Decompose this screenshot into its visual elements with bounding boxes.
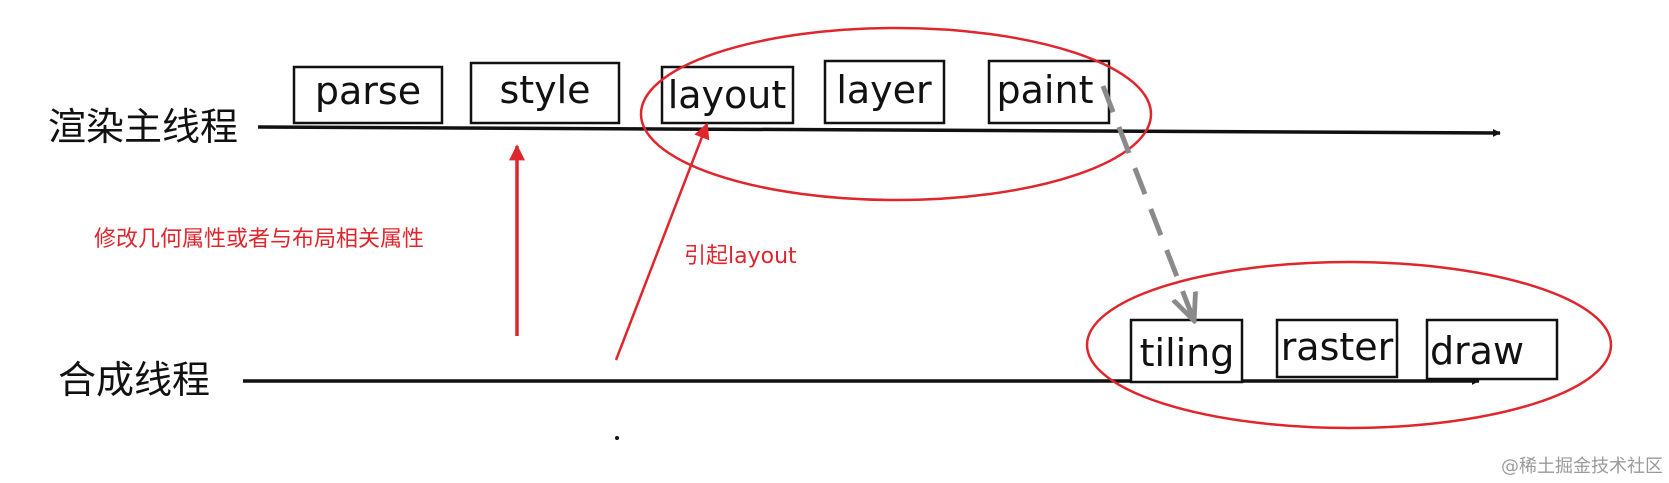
- stage-tiling-label: tiling: [1140, 331, 1235, 375]
- stage-raster-label: raster: [1281, 325, 1394, 369]
- stage-style-label: style: [499, 68, 590, 112]
- stage-parse-label: parse: [315, 69, 421, 113]
- causes-layout-annotation: 引起layout: [684, 244, 797, 269]
- compositor-thread-highlight-ellipse: [1085, 260, 1613, 430]
- stage-tiling: tiling: [1129, 318, 1244, 384]
- stage-paint-label: paint: [997, 68, 1094, 112]
- compositor-thread-label: 合成线程: [58, 358, 210, 402]
- stage-paint: paint: [987, 59, 1111, 125]
- geometry-change-annotation: 修改几何属性或者与布局相关属性: [94, 227, 424, 252]
- stage-parse: parse: [292, 65, 444, 125]
- stage-layout: layout: [660, 65, 795, 125]
- stage-draw-label: draw: [1430, 329, 1524, 373]
- causes-layout-red-arrow: [614, 122, 710, 361]
- main-thread-timeline-arrow: [257, 125, 1501, 137]
- stage-raster: raster: [1275, 318, 1399, 379]
- stray-dot: [615, 436, 619, 440]
- stage-draw: draw: [1425, 318, 1559, 381]
- main-thread-label: 渲染主线程: [48, 105, 238, 149]
- stage-layout-label: layout: [668, 73, 787, 117]
- stage-layer: layer: [823, 59, 946, 125]
- stage-style: style: [469, 61, 621, 125]
- watermark-text: @稀土掘金技术社区: [1501, 456, 1663, 477]
- main-thread-highlight-ellipse: [639, 26, 1153, 202]
- stage-layer-label: layer: [836, 68, 932, 112]
- paint-to-tiling-dashed-arrow: [1100, 85, 1193, 318]
